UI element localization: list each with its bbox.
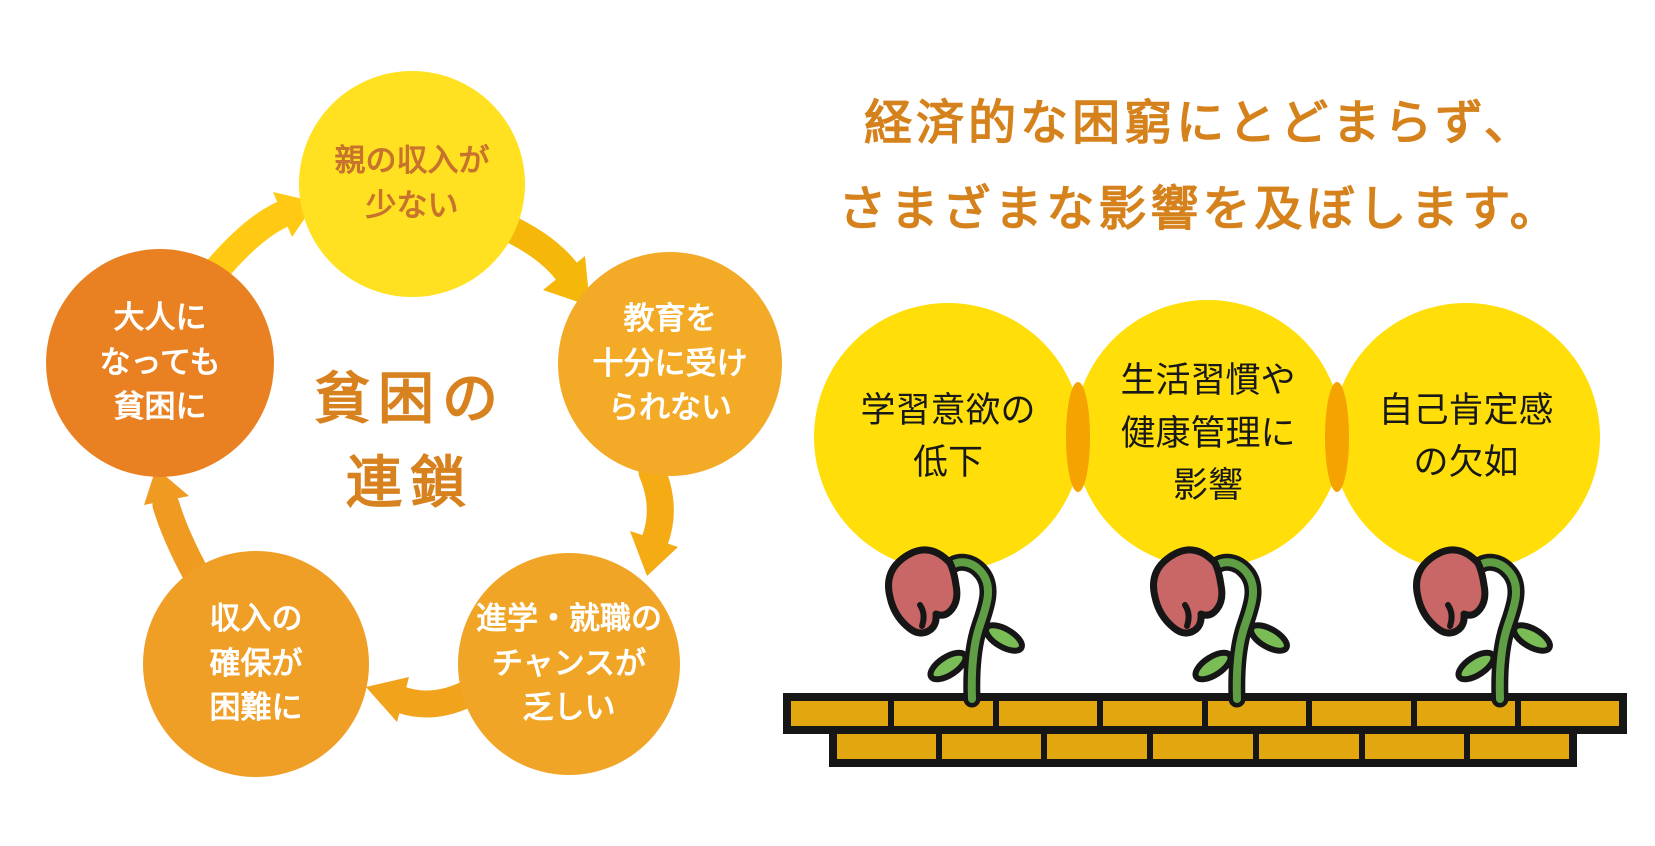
wilted-flower-icon xyxy=(889,550,1026,699)
cycle-node-label: 大人に なっても 貧困に xyxy=(99,299,221,426)
impact-title: 経済的な困窮にとどまらず、 さまざまな影響を及ぼします。 xyxy=(760,80,1640,253)
impact-circle-label: 生活習慣や 健康管理に 影響 xyxy=(1120,361,1296,507)
cycle-arrow-income-to-adult xyxy=(144,468,210,588)
wilted-flower-icon xyxy=(1154,550,1291,699)
impact-circle-label: 学習意欲の 低下 xyxy=(860,390,1036,484)
impact-title-line1: 経済的な困窮にとどまらず、 xyxy=(864,95,1536,151)
cycle-node-education: 教育を 十分に受け られない xyxy=(558,252,782,476)
cycle-arrow-chance-to-income xyxy=(366,677,479,722)
impact-circle-self-esteem: 自己肯定感 の欠如 xyxy=(1332,303,1600,571)
wilted-flower-icon xyxy=(1417,550,1554,699)
cycle-node-adult-poverty: 大人に なっても 貧困に xyxy=(46,249,274,477)
cycle-center-label: 貧困の 連鎖 xyxy=(314,367,506,516)
impact-circle-label: 自己肯定感 の欠如 xyxy=(1378,390,1554,484)
cycle-node-chance: 進学・就職の チャンスが 乏しい xyxy=(458,553,680,775)
cycle-node-label: 収入の 確保が 困難に xyxy=(209,600,303,727)
cycle-node-parent-income: 親の収入が 少ない xyxy=(299,71,525,297)
impact-circle-learning-motivation: 学習意欲の 低下 xyxy=(814,303,1082,571)
cycle-node-label: 教育を 十分に受け られない xyxy=(592,300,748,427)
impact-circle-lifestyle-health: 生活習慣や 健康管理に 影響 xyxy=(1074,300,1342,568)
cycle-node-income-secure: 収入の 確保が 困難に xyxy=(143,551,369,777)
brick-path xyxy=(783,693,1627,767)
impact-title-line2: さまざまな影響を及ぼします。 xyxy=(838,181,1562,238)
cycle-arrow-education-to-chance xyxy=(630,458,678,576)
cycle-node-label: 親の収入が 少ない xyxy=(334,143,490,224)
cycle-node-label: 進学・就職の チャンスが 乏しい xyxy=(476,600,662,727)
